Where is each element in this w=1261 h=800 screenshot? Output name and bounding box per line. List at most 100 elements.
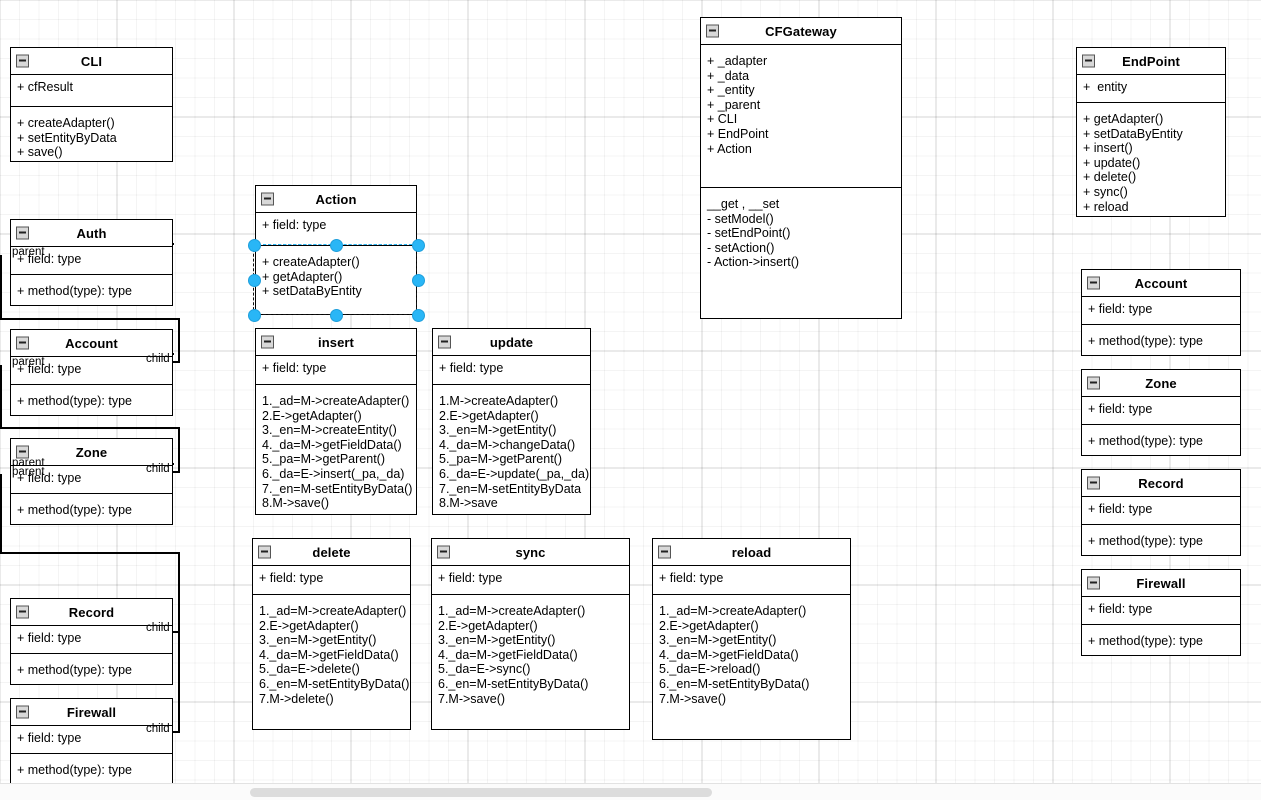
collapse-icon[interactable] — [1082, 54, 1095, 68]
uml-class-cfgateway[interactable]: CFGateway + _adapter + _data + _entity +… — [700, 17, 902, 319]
attributes-section: + _adapter + _data + _entity + _parent +… — [701, 45, 901, 188]
method-row: + method(type): type — [17, 503, 132, 517]
method-row: 3._en=M->getEntity() — [259, 633, 377, 648]
attribute-row: + field: type — [17, 631, 82, 645]
collapse-icon[interactable] — [16, 705, 29, 719]
collapse-icon[interactable] — [438, 335, 451, 349]
method-row: + createAdapter() — [262, 255, 360, 269]
class-name: Account — [65, 335, 118, 351]
method-row: 2.E->getAdapter() — [439, 408, 539, 423]
method-row: + setDataByEntity — [1083, 126, 1183, 141]
collapse-icon[interactable] — [1087, 576, 1100, 590]
methods-section: + method(type): type — [1082, 425, 1240, 454]
resize-handle-bottom-left[interactable] — [248, 309, 261, 322]
attributes-section: + entity — [1077, 75, 1225, 103]
collapse-icon[interactable] — [261, 335, 274, 349]
method-row: 7.M->delete() — [259, 691, 334, 706]
class-name: Firewall — [1136, 575, 1186, 591]
uml-class-zone-right[interactable]: Zone + field: type + method(type): type — [1081, 369, 1241, 456]
uml-class-insert[interactable]: insert + field: type 1._ad=M->createAdap… — [255, 328, 417, 515]
uml-class-firewall-left[interactable]: Firewall + field: type + method(type): t… — [10, 698, 173, 785]
connection-label-firewall-child: child — [146, 723, 170, 735]
methods-section: 1._ad=M->createAdapter() 2.E->getAdapter… — [256, 385, 416, 516]
method-row: + delete() — [1083, 170, 1137, 185]
collapse-icon[interactable] — [16, 54, 29, 68]
attributes-section: + field: type — [11, 466, 172, 494]
collapse-icon[interactable] — [16, 445, 29, 459]
attribute-row: + field: type — [17, 252, 82, 266]
collapse-icon[interactable] — [1087, 376, 1100, 390]
attributes-section: + field: type — [11, 357, 172, 385]
method-row: + method(type): type — [1088, 634, 1203, 648]
connection-label-zone-child: child — [146, 463, 170, 475]
methods-section: + method(type): type — [1082, 625, 1240, 654]
resize-handle-bottom-right[interactable] — [412, 309, 425, 322]
collapse-icon[interactable] — [706, 24, 719, 38]
attribute-row: + field: type — [1088, 402, 1153, 416]
connector-firewall-right — [178, 631, 180, 733]
horizontal-scrollbar-track[interactable] — [0, 783, 1261, 800]
method-row: + method(type): type — [17, 284, 132, 298]
attribute-row: + field: type — [438, 571, 503, 585]
uml-class-zone-left[interactable]: Zone + field: type + method(type): type — [10, 438, 173, 525]
collapse-icon[interactable] — [1087, 276, 1100, 290]
methods-section: + createAdapter() + getAdapter() + setDa… — [256, 246, 416, 304]
collapse-icon[interactable] — [16, 605, 29, 619]
horizontal-scrollbar-thumb[interactable] — [250, 788, 712, 797]
resize-handle-top-center[interactable] — [330, 239, 343, 252]
collapse-icon[interactable] — [16, 226, 29, 240]
resize-handle-bottom-center[interactable] — [330, 309, 343, 322]
uml-title-row: CFGateway — [701, 18, 901, 45]
class-name: Zone — [75, 444, 108, 460]
connector-zone-bottom — [0, 427, 180, 429]
class-name: Record — [68, 604, 115, 620]
uml-class-record-left[interactable]: Record + field: type + method(type): typ… — [10, 598, 173, 685]
resize-handle-middle-right[interactable] — [412, 274, 425, 287]
collapse-icon[interactable] — [437, 545, 450, 559]
method-row: 1._ad=M->createAdapter() — [262, 394, 410, 408]
method-row: 1._ad=M->createAdapter() — [438, 604, 586, 618]
collapse-icon[interactable] — [258, 545, 271, 559]
methods-section: + method(type): type — [11, 754, 172, 783]
uml-class-account-left[interactable]: Account + field: type + method(type): ty… — [10, 329, 173, 416]
uml-class-reload[interactable]: reload + field: type 1._ad=M->createAdap… — [652, 538, 851, 740]
uml-class-update[interactable]: update + field: type 1.M->createAdapter(… — [432, 328, 591, 515]
attribute-row: + field: type — [439, 361, 504, 375]
methods-section: __get , __set - setModel() - setEndPoint… — [701, 188, 901, 275]
collapse-icon[interactable] — [261, 192, 274, 206]
uml-class-delete[interactable]: delete + field: type 1._ad=M->createAdap… — [252, 538, 411, 730]
method-row: 4._da=M->getFieldData() — [659, 647, 799, 662]
attributes-section: + field: type — [253, 566, 410, 595]
uml-class-cli[interactable]: CLI + cfResult + createAdapter() + setEn… — [10, 47, 173, 162]
uml-title-row: sync — [432, 539, 629, 566]
method-row: 6._da=E->update(_pa,_da) — [439, 466, 590, 481]
attributes-section: + field: type — [256, 356, 416, 385]
uml-class-account-right[interactable]: Account + field: type + method(type): ty… — [1081, 269, 1241, 356]
uml-title-row: Firewall — [11, 699, 172, 726]
attributes-section: + field: type — [11, 726, 172, 754]
resize-handle-top-left[interactable] — [248, 239, 261, 252]
uml-class-firewall-right[interactable]: Firewall + field: type + method(type): t… — [1081, 569, 1241, 656]
collapse-icon[interactable] — [658, 545, 671, 559]
collapse-icon[interactable] — [16, 336, 29, 350]
methods-section: + method(type): type — [11, 494, 172, 523]
uml-class-record-right[interactable]: Record + field: type + method(type): typ… — [1081, 469, 1241, 556]
uml-class-endpoint[interactable]: EndPoint + entity + getAdapter() + setDa… — [1076, 47, 1226, 217]
method-row: - setModel() — [707, 211, 774, 226]
class-name: Zone — [1145, 375, 1177, 391]
resize-handle-top-right[interactable] — [412, 239, 425, 252]
connector-record-bottom — [0, 552, 180, 554]
method-row: + createAdapter() — [17, 116, 115, 130]
method-row: + sync() — [1083, 184, 1128, 199]
uml-class-sync[interactable]: sync + field: type 1._ad=M->createAdapte… — [431, 538, 630, 730]
method-row: + save() — [17, 145, 63, 160]
attribute-row: + field: type — [17, 362, 82, 376]
methods-section: 1._ad=M->createAdapter() 2.E->getAdapter… — [253, 595, 410, 711]
resize-handle-middle-left[interactable] — [248, 274, 261, 287]
attribute-row: + _entity — [707, 83, 755, 98]
collapse-icon[interactable] — [1087, 476, 1100, 490]
method-row: + method(type): type — [1088, 434, 1203, 448]
uml-title-row: Zone — [11, 439, 172, 466]
uml-class-auth-left[interactable]: Auth + field: type + method(type): type — [10, 219, 173, 306]
